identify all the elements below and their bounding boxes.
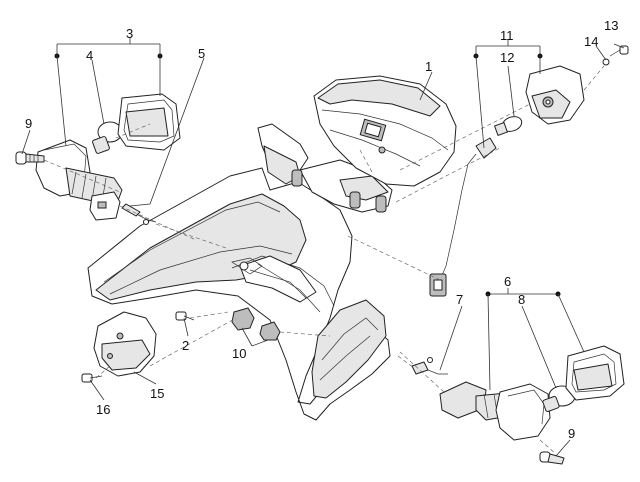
bulb-4 [92,121,123,154]
screw-9-left [15,151,45,165]
license-light-cover [525,65,585,125]
label-8: 8 [518,292,525,307]
lens-right [565,345,625,401]
label-6: 6 [504,274,511,289]
label-14: 14 [584,34,598,49]
part-labels: 1 2 3 4 5 6 7 8 9 9 10 11 12 13 14 15 16 [25,18,618,441]
label-4: 4 [86,48,93,63]
label-9-left: 9 [25,116,32,131]
screw-13 [609,45,629,57]
label-12: 12 [500,50,514,65]
lens-left [117,93,181,151]
label-7: 7 [456,292,463,307]
mudguard-assembly [87,123,393,421]
label-1: 1 [425,59,432,74]
label-5: 5 [198,46,205,61]
leader-lines [21,38,625,457]
screw-9-right [539,451,565,465]
screw-2 [175,311,195,321]
turn-indicator-left [35,139,123,221]
label-3: 3 [126,26,133,41]
label-9-right: 9 [568,426,575,441]
wire-7 [411,357,448,375]
label-15: 15 [150,386,164,401]
dashed-reference-lines [43,65,605,455]
label-13: 13 [604,18,618,33]
washer-14 [602,58,610,66]
wire-harness-11 [429,137,497,297]
label-10: 10 [232,346,246,361]
tail-light [313,75,457,187]
label-2: 2 [182,338,189,353]
turn-indicator-right [439,381,551,441]
bulb-12 [494,116,523,136]
screw-16 [81,373,103,383]
license-light-15 [93,311,157,377]
grommet-10 [231,307,281,341]
label-16: 16 [96,402,110,417]
label-11: 11 [500,28,514,43]
